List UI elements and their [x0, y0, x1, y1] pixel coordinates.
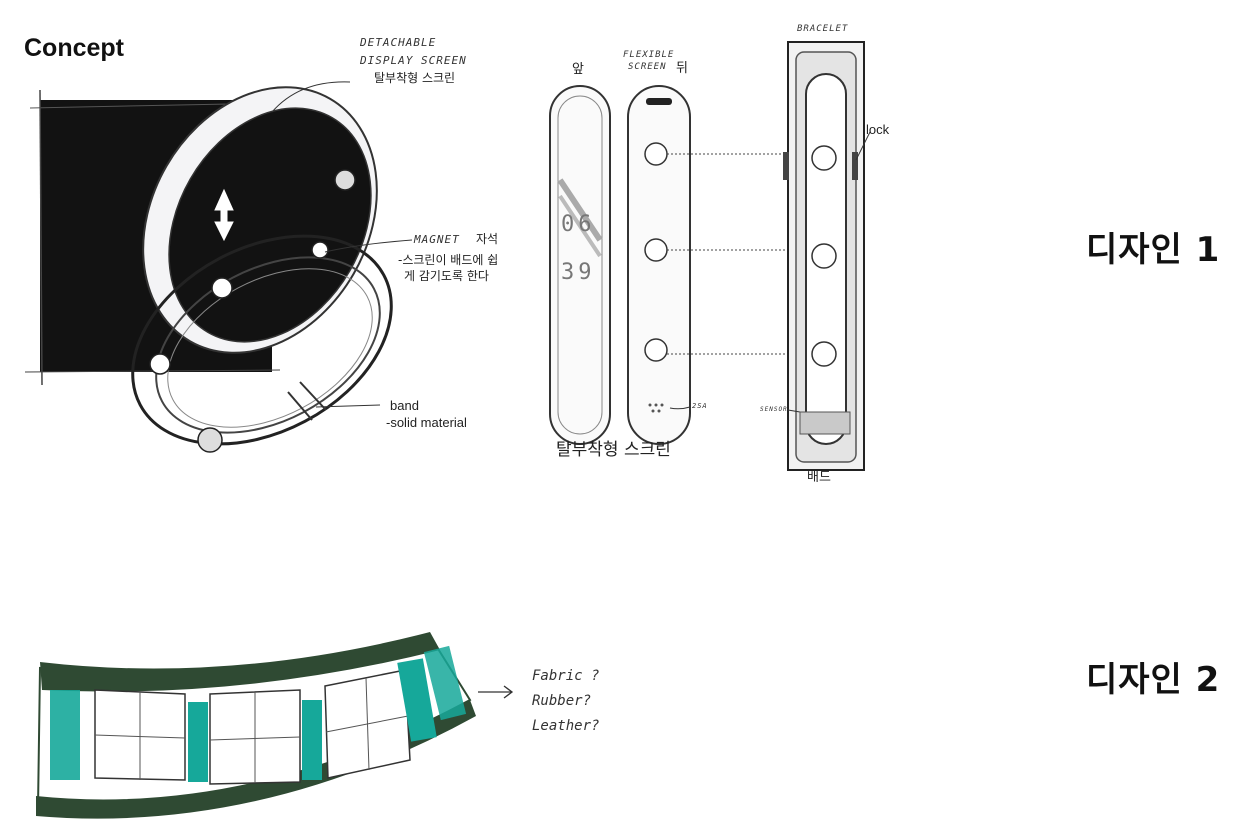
display-en-label: DISPLAY SCREEN — [360, 54, 467, 67]
screen-flexible-label: FLEXIBLE — [623, 50, 674, 60]
screen-sensor-label: 2SA — [692, 402, 708, 410]
band-note: -solid material — [386, 415, 467, 430]
bracelet-sensor-label: SENSOR — [760, 406, 788, 413]
clock-minutes: 39 — [561, 260, 596, 285]
screen-screen-label: SCREEN — [628, 62, 667, 72]
magnet-ko-label: 자석 — [476, 231, 498, 247]
screen-caption: 탈부착형 스크린 — [556, 442, 671, 458]
bracelet-lock-label: lock — [866, 122, 889, 137]
material-rubber: Rubber? — [532, 689, 599, 714]
clock-hours: 06 — [561, 212, 596, 237]
screen-back-label: 뒤 — [676, 61, 688, 77]
material-list: Fabric ? Rubber? Leather? — [532, 664, 599, 739]
band-label: band — [390, 398, 419, 413]
design2-label: 디자인 2 — [1086, 652, 1220, 701]
design2-band-sketch — [36, 632, 512, 819]
design1-label: 디자인 1 — [1086, 222, 1220, 271]
magnet-note-line2: 게 감기도록 한다 — [404, 268, 489, 284]
screen-front-label: 앞 — [572, 62, 584, 78]
material-leather: Leather? — [532, 714, 599, 739]
bracelet-sketch — [783, 42, 870, 470]
magnet-note-line1: -스크린이 배드에 쉽 — [398, 252, 498, 268]
bracelet-top-label: BRACELET — [797, 24, 848, 34]
material-fabric: Fabric ? — [532, 664, 599, 689]
bracelet-bottom-label: 배드 — [807, 470, 831, 482]
magnet-en-label: MAGNET — [414, 233, 460, 246]
concept-title: Concept — [24, 34, 124, 63]
detachable-en-label: DETACHABLE — [360, 36, 436, 49]
detachable-ko-label: 탈부착형 스크린 — [374, 70, 455, 86]
concept-ring-sketch — [25, 45, 427, 486]
